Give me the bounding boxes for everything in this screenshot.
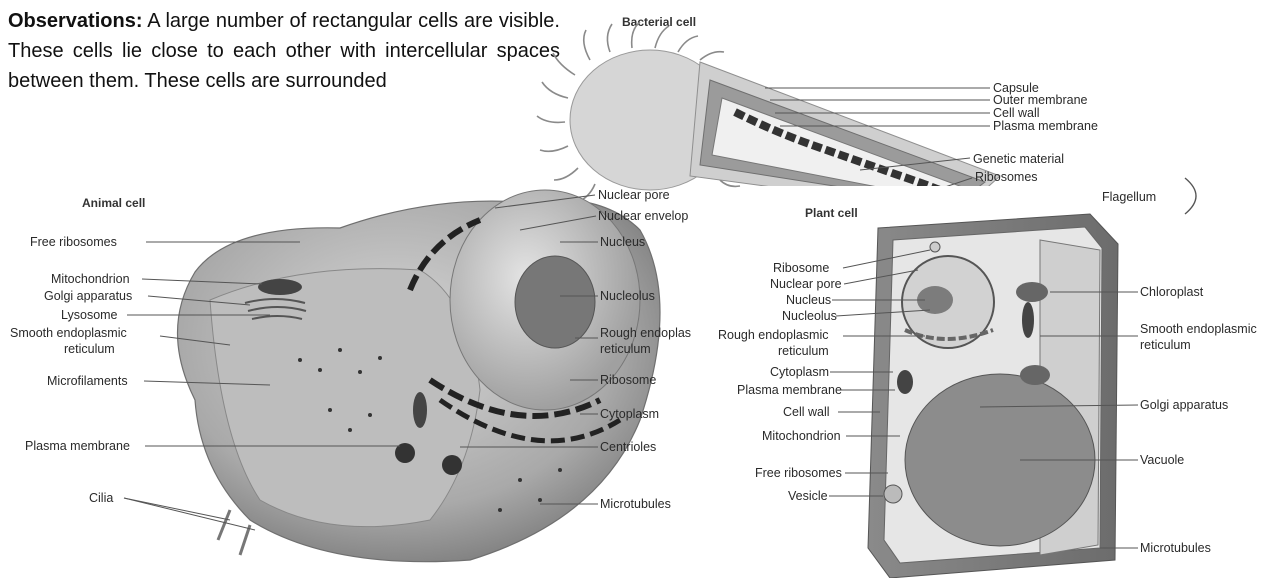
animal-label-cilia: Cilia — [89, 491, 113, 505]
plant-label-golgi-apparatus: Golgi apparatus — [1140, 398, 1228, 412]
plant-label-vesicle: Vesicle — [788, 489, 828, 503]
bacterial-label-plasma-membrane: Plasma membrane — [993, 119, 1098, 133]
animal-label-golgi-apparatus: Golgi apparatus — [44, 289, 132, 303]
plant-label-cell-wall: Cell wall — [783, 405, 830, 419]
animal-label-ribosome: Ribosome — [600, 373, 656, 387]
bacterial-label-flagellum: Flagellum — [1102, 190, 1156, 204]
animal-label-rough-er-2: reticulum — [600, 342, 651, 356]
animal-label-rough-er-1: Rough endoplas — [600, 326, 691, 340]
animal-label-free-ribosomes: Free ribosomes — [30, 235, 117, 249]
plant-label-smooth-er-1: Smooth endoplasmic — [1140, 322, 1257, 336]
bacterial-label-ribosomes: Ribosomes — [975, 170, 1038, 184]
animal-label-nucleolus: Nucleolus — [600, 289, 655, 303]
animal-label-microfilaments: Microfilaments — [47, 374, 128, 388]
animal-label-smooth-er-2: reticulum — [64, 342, 115, 356]
animal-cell-title: Animal cell — [82, 196, 145, 210]
bacterial-cell-diagram: Bacterial cell — [537, 15, 1196, 214]
animal-cell-illustration — [178, 190, 661, 562]
bacterial-label-genetic-material: Genetic material — [973, 152, 1064, 166]
plant-label-mitochondrion: Mitochondrion — [762, 429, 841, 443]
plant-label-nucleus: Nucleus — [786, 293, 831, 307]
plant-label-nuclear-pore: Nuclear pore — [770, 277, 842, 291]
plant-label-microtubules: Microtubules — [1140, 541, 1211, 555]
plant-cell-illustration — [868, 214, 1118, 578]
plant-label-vacuole: Vacuole — [1140, 453, 1184, 467]
plant-label-nucleolus: Nucleolus — [782, 309, 837, 323]
plant-label-plasma-membrane: Plasma membrane — [737, 383, 842, 397]
animal-label-cytoplasm: Cytoplasm — [600, 407, 659, 421]
plant-cell-title: Plant cell — [805, 206, 858, 220]
animal-label-lysosome: Lysosome — [61, 308, 118, 322]
animal-label-nuclear-envelope: Nuclear envelop — [598, 209, 688, 223]
animal-label-nucleus: Nucleus — [600, 235, 645, 249]
plant-label-ribosome: Ribosome — [773, 261, 829, 275]
animal-label-microtubules: Microtubules — [600, 497, 671, 511]
animal-cell-diagram: Animal cell — [10, 188, 691, 562]
plant-label-rough-er-2: reticulum — [778, 344, 829, 358]
animal-label-plasma-membrane: Plasma membrane — [25, 439, 130, 453]
plant-label-smooth-er-2: reticulum — [1140, 338, 1191, 352]
animal-label-smooth-er-1: Smooth endoplasmic — [10, 326, 127, 340]
animal-label-centrioles: Centrioles — [600, 440, 656, 454]
bacterial-cell-title: Bacterial cell — [622, 15, 696, 29]
animal-label-mitochondrion: Mitochondrion — [51, 272, 130, 286]
animal-label-nuclear-pore: Nuclear pore — [598, 188, 670, 202]
bacterial-label-outer-membrane: Outer membrane — [993, 93, 1088, 107]
plant-label-cytoplasm: Cytoplasm — [770, 365, 829, 379]
plant-label-chloroplast: Chloroplast — [1140, 285, 1204, 299]
bacterial-cell-illustration — [537, 22, 1196, 214]
bacterial-label-cell-wall: Cell wall — [993, 106, 1040, 120]
plant-label-free-ribosomes: Free ribosomes — [755, 466, 842, 480]
plant-cell-diagram: Plant cell — [718, 186, 1257, 578]
plant-label-rough-er-1: Rough endoplasmic — [718, 328, 829, 342]
